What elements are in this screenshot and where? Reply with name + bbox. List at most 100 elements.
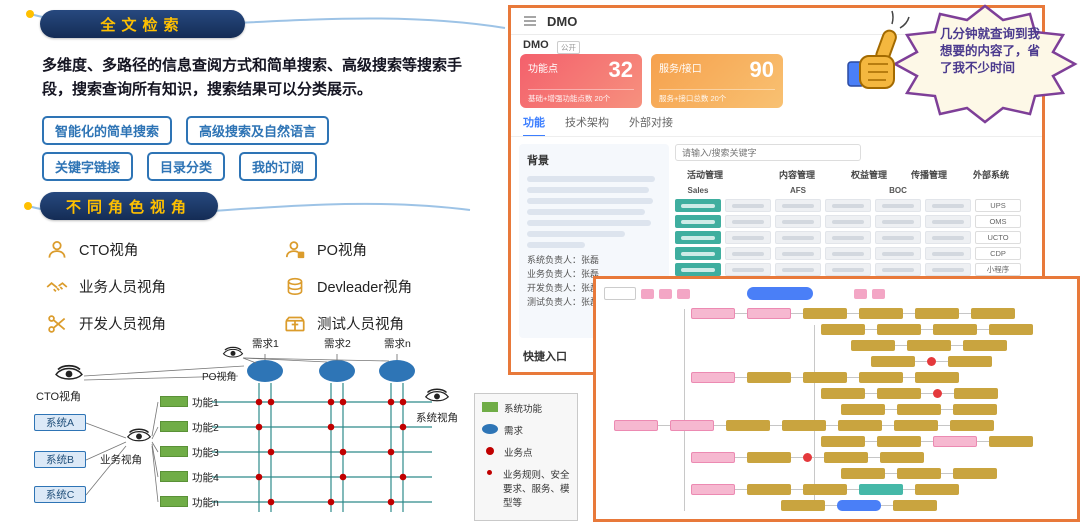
function-cell[interactable] [725, 199, 771, 212]
toolbar-chip[interactable] [747, 287, 813, 300]
toolbar-chip[interactable] [872, 288, 885, 299]
mindmap-node[interactable] [851, 340, 895, 351]
mindmap-node[interactable] [841, 404, 885, 415]
mindmap-node[interactable] [821, 388, 865, 399]
mindmap-node[interactable] [953, 468, 997, 479]
function-cell[interactable] [675, 215, 721, 228]
mindmap-node[interactable] [824, 452, 868, 463]
mindmap-node[interactable] [747, 452, 791, 463]
mindmap-node[interactable] [803, 308, 847, 319]
mindmap-node[interactable] [897, 468, 941, 479]
dashboard-tab[interactable]: 外部对接 [629, 117, 673, 129]
function-cell[interactable] [675, 199, 721, 212]
function-cell[interactable] [875, 263, 921, 276]
mindmap-node[interactable] [782, 420, 826, 431]
mindmap-node[interactable] [915, 484, 959, 495]
function-cell[interactable] [925, 247, 971, 260]
mindmap-node[interactable] [877, 388, 921, 399]
mindmap-node[interactable] [963, 340, 1007, 351]
mindmap-node[interactable] [803, 372, 847, 383]
mindmap-node[interactable] [859, 308, 903, 319]
function-cell[interactable] [825, 215, 871, 228]
function-cell[interactable] [875, 247, 921, 260]
mindmap-node[interactable] [915, 308, 959, 319]
mindmap-node[interactable] [859, 372, 903, 383]
mindmap-node[interactable] [859, 484, 903, 495]
function-cell[interactable] [825, 199, 871, 212]
mindmap-node[interactable] [747, 372, 791, 383]
mindmap-node[interactable] [880, 452, 924, 463]
mindmap-node[interactable] [821, 436, 865, 447]
mindmap-node[interactable] [871, 356, 915, 367]
mindmap-node[interactable] [691, 308, 735, 319]
function-cell[interactable] [875, 215, 921, 228]
toolbar-chip[interactable] [854, 288, 867, 299]
function-cell[interactable] [775, 199, 821, 212]
toolbar-chip[interactable] [677, 288, 690, 299]
mindmap-node[interactable] [691, 484, 735, 495]
function-cell[interactable]: UPS [975, 199, 1021, 212]
mindmap-node[interactable] [989, 436, 1033, 447]
mindmap-node[interactable] [747, 484, 791, 495]
mindmap-node[interactable] [877, 436, 921, 447]
function-cell[interactable]: OMS [975, 215, 1021, 228]
function-cell[interactable] [725, 247, 771, 260]
mindmap-node[interactable] [691, 452, 735, 463]
mindmap-node[interactable] [614, 420, 658, 431]
mindmap-node[interactable] [726, 420, 770, 431]
mindmap-node[interactable] [933, 436, 977, 447]
mindmap-node[interactable] [781, 500, 825, 511]
function-cell[interactable] [775, 231, 821, 244]
mindmap-node[interactable] [747, 308, 791, 319]
toolbar-chip[interactable] [604, 287, 636, 300]
function-cell[interactable] [925, 199, 971, 212]
mindmap-node[interactable] [971, 308, 1015, 319]
mindmap-node[interactable] [877, 324, 921, 335]
mindmap-node[interactable] [893, 500, 937, 511]
mindmap-node[interactable] [907, 340, 951, 351]
function-cell[interactable] [925, 215, 971, 228]
function-cell[interactable] [925, 231, 971, 244]
mindmap-node[interactable] [670, 420, 714, 431]
mindmap-node[interactable] [838, 420, 882, 431]
function-cell[interactable] [675, 263, 721, 276]
function-cell[interactable] [875, 231, 921, 244]
quick-entry-link[interactable]: 快捷入口 [523, 351, 567, 363]
mindmap-node[interactable] [954, 388, 998, 399]
function-cell[interactable]: 小程序 [975, 263, 1021, 276]
toolbar-chip[interactable] [641, 288, 654, 299]
function-cell[interactable]: UCTO [975, 231, 1021, 244]
mindmap-node[interactable] [837, 500, 881, 511]
function-cell[interactable] [725, 215, 771, 228]
hamburger-menu-icon[interactable] [523, 15, 537, 27]
function-cell[interactable] [825, 247, 871, 260]
dashboard-tab[interactable]: 功能 [523, 114, 545, 137]
function-cell[interactable] [775, 263, 821, 276]
mindmap-node[interactable] [915, 372, 959, 383]
mindmap-node[interactable] [948, 356, 992, 367]
function-cell[interactable] [825, 231, 871, 244]
mindmap-node[interactable] [950, 420, 994, 431]
function-cell[interactable] [875, 199, 921, 212]
mindmap-node[interactable] [803, 484, 847, 495]
mindmap-node[interactable] [953, 404, 997, 415]
function-cell[interactable] [825, 263, 871, 276]
function-cell[interactable] [675, 247, 721, 260]
dashboard-tab[interactable]: 技术架构 [565, 117, 609, 129]
mindmap-node[interactable] [989, 324, 1033, 335]
function-cell[interactable] [775, 215, 821, 228]
mindmap-node[interactable] [894, 420, 938, 431]
toolbar-chip[interactable] [659, 288, 672, 299]
function-cell[interactable] [725, 263, 771, 276]
mindmap-node[interactable] [821, 324, 865, 335]
function-cell[interactable]: CDP [975, 247, 1021, 260]
function-cell[interactable] [675, 231, 721, 244]
mindmap-node[interactable] [691, 372, 735, 383]
function-cell[interactable] [925, 263, 971, 276]
mindmap-node[interactable] [841, 468, 885, 479]
mindmap-node[interactable] [933, 324, 977, 335]
mindmap-node[interactable] [897, 404, 941, 415]
function-cell[interactable] [775, 247, 821, 260]
search-input[interactable] [675, 144, 861, 161]
function-cell[interactable] [725, 231, 771, 244]
